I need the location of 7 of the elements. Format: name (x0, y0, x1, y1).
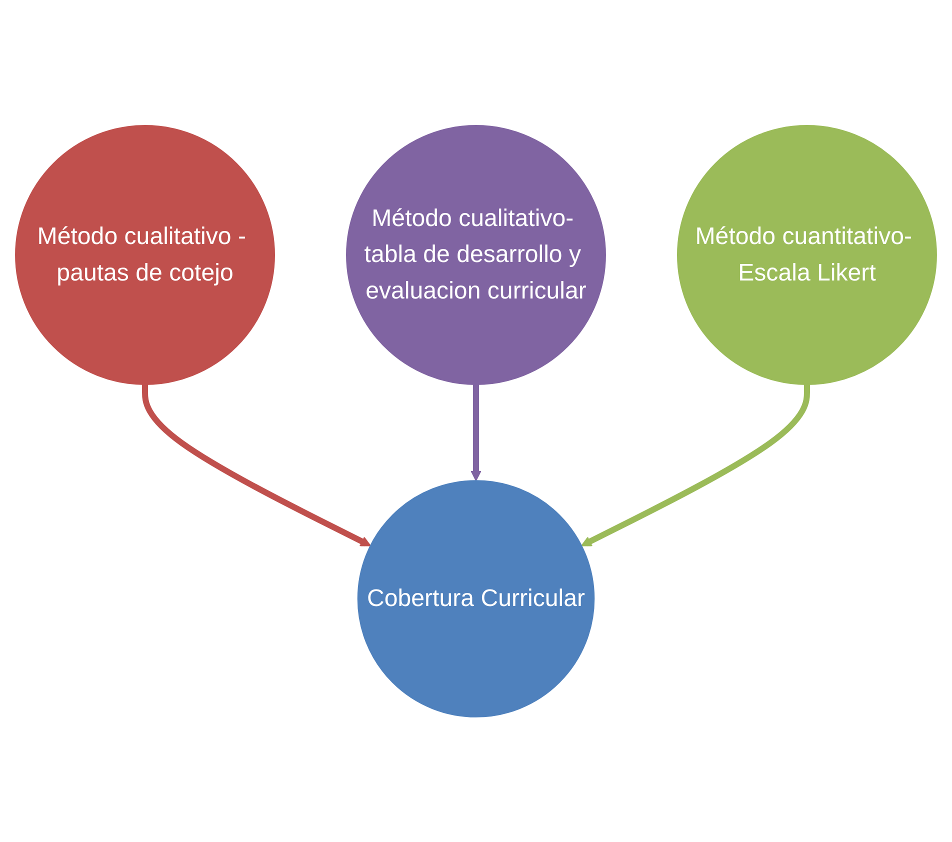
arrow (142, 384, 371, 546)
node-circle: Método cualitativo- tabla de desarrollo y evaluacion curricular (346, 124, 606, 385)
arrow (581, 384, 810, 546)
node-circle: Cobertura Curricular (357, 480, 595, 718)
arrow (470, 384, 482, 481)
node-circle: Método cualitativo - pautas de cotejo (15, 124, 275, 385)
node-circle: Método cuantitativo- Escala Likert (677, 124, 937, 385)
